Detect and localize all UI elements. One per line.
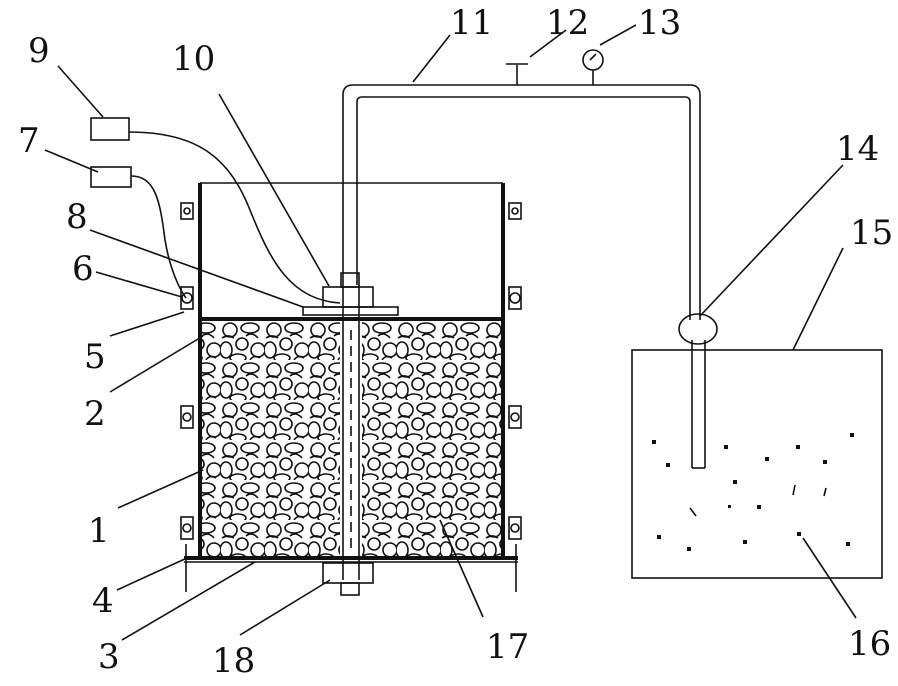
- sensor-7: [91, 167, 186, 298]
- label-11: 11: [450, 3, 493, 43]
- label-9: 9: [28, 31, 50, 71]
- top-nut: [303, 273, 398, 315]
- pressure-gauge: [583, 50, 603, 85]
- label-7: 7: [18, 121, 40, 161]
- valve: [506, 64, 528, 85]
- label-5: 5: [84, 337, 106, 377]
- label-12: 12: [546, 3, 589, 43]
- label-10: 10: [172, 39, 215, 79]
- particles: [652, 433, 854, 551]
- pipe-inner: [357, 97, 690, 320]
- gravel-fill-right: [362, 320, 501, 556]
- flow-meter: [679, 314, 717, 344]
- label-8: 8: [66, 197, 88, 237]
- label-6: 6: [72, 249, 94, 289]
- bottom-nut: [323, 563, 373, 595]
- label-14: 14: [836, 129, 879, 169]
- label-13: 13: [638, 3, 681, 43]
- label-16: 16: [848, 624, 891, 664]
- label-18: 18: [212, 641, 255, 681]
- label-2: 2: [84, 394, 106, 434]
- label-1: 1: [88, 511, 110, 551]
- label-15: 15: [850, 213, 893, 253]
- label-3: 3: [98, 637, 120, 677]
- label-4: 4: [92, 581, 114, 621]
- central-rod: [343, 285, 359, 580]
- gravel-fill-left: [202, 320, 340, 556]
- label-17: 17: [486, 627, 529, 667]
